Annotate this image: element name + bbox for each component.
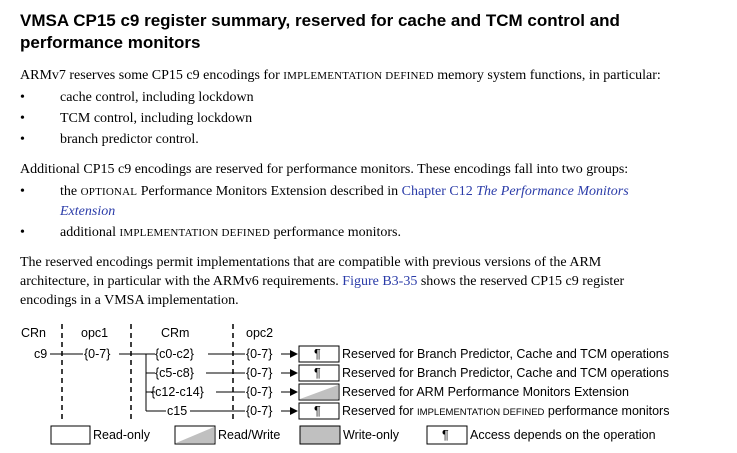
crm-value: {c12-c14}	[151, 385, 204, 399]
row-description: Reserved for ARM Performance Monitors Ex…	[342, 385, 629, 399]
table-row: c15 {0-7} ¶ Reserved for IMPLEMENTATION …	[167, 402, 669, 420]
figure-link[interactable]: Figure B3-35	[342, 274, 418, 289]
access-pilcrow-box	[298, 402, 340, 420]
legend-read-only-label: Read-only	[93, 428, 151, 442]
list-item-text: the OPTIONAL Performance Monitors Extens…	[60, 184, 629, 219]
access-read-write-box	[298, 383, 340, 401]
opc1-value: {0-7}	[84, 347, 110, 361]
paragraph-perf: Additional CP15 c9 encodings are reserve…	[20, 162, 629, 177]
paragraph-reserved: The reserved encodings permit implementa…	[20, 255, 625, 308]
pilcrow-icon: ¶	[314, 404, 321, 418]
bullet-icon: •	[20, 111, 25, 126]
crm-value: {c0-c2}	[155, 347, 194, 361]
optional-term: OPTIONAL	[80, 186, 138, 198]
bullet-icon: •	[20, 225, 25, 240]
table-row: {c12-c14} {0-7} Reserved for ARM Perform…	[151, 383, 629, 401]
list-item-text: additional IMPLEMENTATION DEFINED perfor…	[60, 225, 401, 240]
legend-pilcrow-swatch	[426, 425, 468, 445]
pilcrow-icon: ¶	[442, 428, 449, 442]
table-row: {c0-c2} {0-7} ¶ Reserved for Branch Pred…	[155, 345, 669, 363]
bullet-icon: •	[20, 90, 25, 105]
access-pilcrow-box	[298, 345, 340, 363]
table-row: {c5-c8} {0-7} ¶ Reserved for Branch Pred…	[155, 364, 669, 382]
legend-read-only-swatch	[50, 425, 91, 445]
opc2-value: {0-7}	[246, 385, 272, 399]
legend: Read-only Read/Write Write-only ¶ Access…	[50, 425, 656, 445]
legend-read-write-swatch	[174, 425, 216, 445]
list-item-text: TCM control, including lockdown	[60, 111, 253, 126]
header-opc2: opc2	[246, 326, 273, 340]
list-item-text: branch predictor control.	[60, 132, 199, 147]
list-item-text: cache control, including lockdown	[60, 90, 254, 105]
header-crn: CRn	[21, 326, 46, 340]
crm-value: c15	[167, 404, 187, 418]
pilcrow-icon: ¶	[314, 347, 321, 361]
header-opc1: opc1	[81, 326, 108, 340]
crn-value: c9	[34, 347, 47, 361]
opc2-value: {0-7}	[246, 366, 272, 380]
bullet-icon: •	[20, 184, 25, 199]
header-crm: CRm	[161, 326, 189, 340]
row-description: Reserved for Branch Predictor, Cache and…	[342, 347, 669, 361]
legend-read-write-label: Read/Write	[218, 428, 280, 442]
paragraph-text: memory system functions, in particular:	[433, 68, 661, 83]
crm-value: {c5-c8}	[155, 366, 194, 380]
opc2-value: {0-7}	[246, 404, 272, 418]
paragraph-intro: ARMv7 reserves some CP15 c9 encodings fo…	[20, 66, 720, 86]
register-encoding-figure: CRn opc1 CRm opc2 c9 {0-7} {c0-c2} {0-7}…	[21, 324, 669, 445]
chapter-link[interactable]: Chapter C12 The Performance Monitors Ext…	[60, 184, 629, 219]
impl-defined-term: IMPLEMENTATION DEFINED	[283, 70, 434, 82]
access-pilcrow-box	[298, 364, 340, 382]
legend-write-only-swatch	[299, 425, 341, 445]
section-heading: VMSA CP15 c9 register summary, reserved …	[20, 11, 620, 52]
bullet-icon: •	[20, 132, 25, 147]
opc2-value: {0-7}	[246, 347, 272, 361]
paragraph-text: ARMv7 reserves some CP15 c9 encodings fo…	[20, 68, 284, 83]
row-description: Reserved for Branch Predictor, Cache and…	[342, 366, 669, 380]
impl-defined-term: IMPLEMENTATION DEFINED	[119, 227, 270, 239]
row-description: Reserved for IMPLEMENTATION DEFINED perf…	[342, 404, 669, 418]
legend-write-only-label: Write-only	[343, 428, 400, 442]
legend-access-depends-label: Access depends on the operation	[470, 428, 656, 442]
pilcrow-icon: ¶	[314, 366, 321, 380]
